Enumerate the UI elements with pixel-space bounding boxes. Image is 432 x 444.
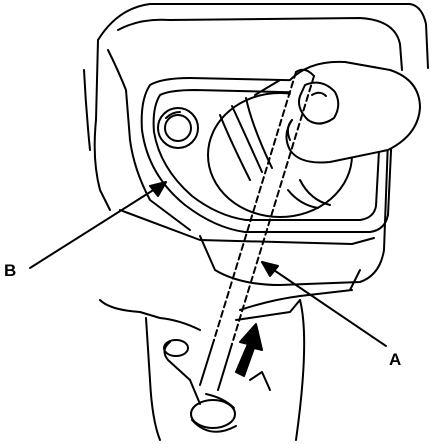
shift-opening <box>207 79 353 218</box>
lower-trim <box>99 269 361 441</box>
finger-pressing <box>285 60 421 164</box>
insert-direction-arrow <box>235 323 263 377</box>
callout-label-b: B <box>4 261 17 280</box>
leader-lines <box>29 181 387 347</box>
leader-a-arrowhead <box>261 261 279 277</box>
tool-handle <box>163 339 237 433</box>
leader-b <box>29 181 167 269</box>
long-rod-tool <box>199 68 315 391</box>
round-knob <box>157 107 199 149</box>
leader-a <box>261 261 387 347</box>
console-panel <box>83 3 429 286</box>
leader-b-arrowhead <box>149 181 167 197</box>
callout-label-a: A <box>389 350 402 369</box>
